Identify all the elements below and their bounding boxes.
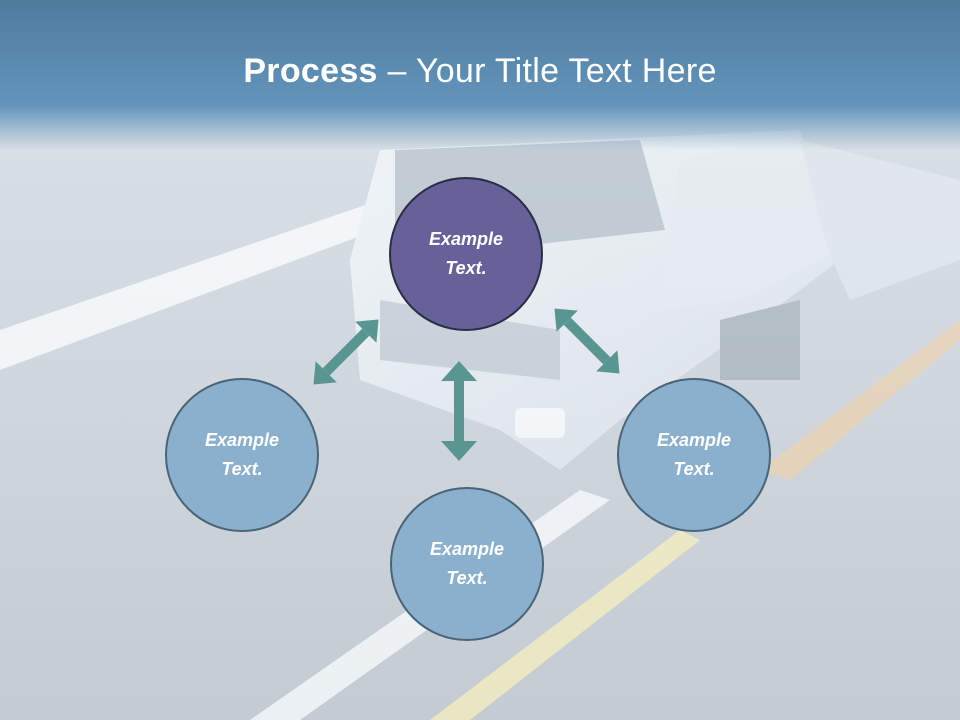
process-node-left[interactable]: Example Text. [165, 378, 319, 532]
node-left-line2: Text. [221, 459, 263, 479]
title-band [0, 0, 960, 150]
process-node-right[interactable]: Example Text. [617, 378, 771, 532]
title-bold: Process [243, 52, 378, 90]
title-rest: – Your Title Text Here [377, 52, 717, 90]
process-node-bottom[interactable]: Example Text. [390, 487, 544, 641]
node-left-line1: Example [204, 430, 280, 450]
process-node-top[interactable]: Example Text. [389, 177, 543, 331]
slide-title: Process – Your Title Text Here [0, 52, 960, 91]
node-top-line1: Example [428, 229, 504, 249]
node-right-line1: Example [656, 430, 732, 450]
node-bottom-line2: Text. [446, 568, 488, 588]
node-bottom-line1: Example [429, 539, 505, 559]
node-right-line2: Text. [673, 459, 715, 479]
node-top-line2: Text. [445, 258, 487, 278]
